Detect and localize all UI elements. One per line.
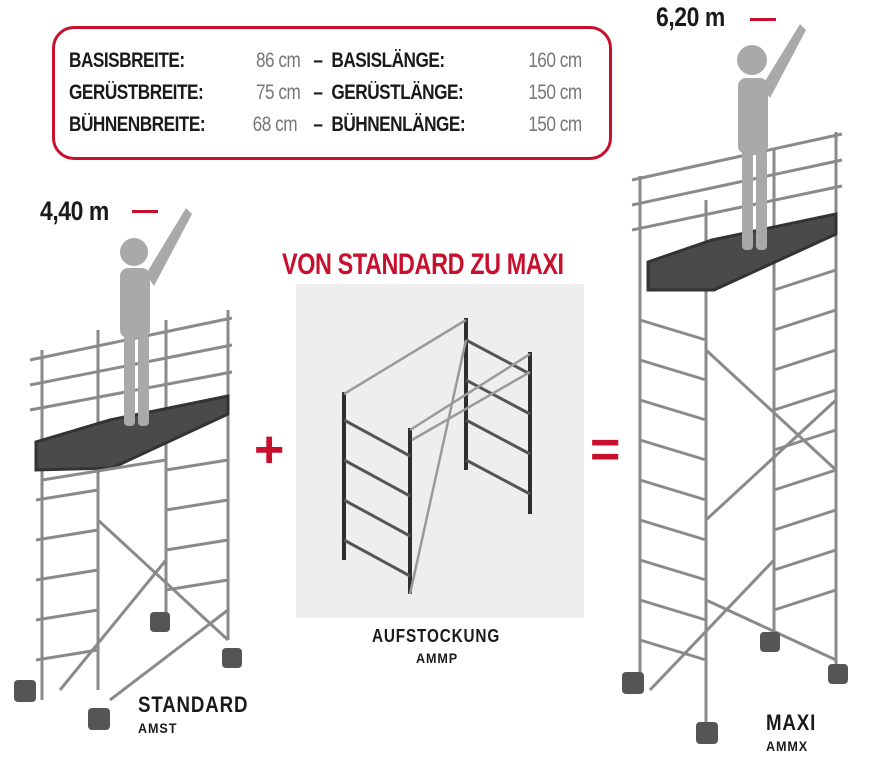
headline: VON STANDARD ZU MAXI — [282, 248, 564, 281]
spec-label: BÜHNENLÄNGE: — [331, 113, 466, 136]
maxi-height-label: 6,20 m — [656, 2, 725, 32]
spec-value: 68 cm — [252, 113, 298, 136]
spec-value: 86 cm — [255, 49, 301, 72]
standard-height-label: 4,40 m — [40, 196, 109, 226]
spec-label: BASISLÄNGE: — [331, 49, 445, 72]
spec-label: BASISBREITE: — [69, 49, 185, 72]
spec-row-base: BASISBREITE: 86 cm – BASISLÄNGE: 160 cm — [69, 49, 594, 79]
extension-caption: AUFSTOCKUNG — [372, 626, 501, 646]
standard-code: AMST — [138, 720, 178, 736]
spec-label: GERÜSTLÄNGE: — [331, 81, 464, 104]
spec-label: BÜHNENBREITE: — [69, 113, 206, 136]
maxi-height-marker — [750, 18, 776, 21]
maxi-code: AMMX — [766, 738, 809, 754]
spec-value: 150 cm — [528, 81, 582, 104]
spec-separator: – — [313, 81, 323, 104]
maxi-caption: MAXI — [766, 710, 817, 735]
spec-row-scaffold: GERÜSTBREITE: 75 cm – GERÜSTLÄNGE: 150 c… — [69, 81, 594, 111]
spec-box: BASISBREITE: 86 cm – BASISLÄNGE: 160 cm … — [52, 26, 612, 160]
extension-code: AMMP — [416, 650, 459, 666]
spec-value: 150 cm — [528, 113, 582, 136]
spec-separator: – — [313, 113, 323, 136]
spec-value: 160 cm — [528, 49, 582, 72]
equals-sign: = — [590, 421, 621, 479]
spec-row-platform: BÜHNENBREITE: 68 cm – BÜHNENLÄNGE: 150 c… — [69, 113, 594, 143]
spec-value: 75 cm — [255, 81, 301, 104]
standard-caption: STANDARD — [138, 692, 249, 717]
spec-separator: – — [313, 49, 323, 72]
standard-height-marker — [132, 210, 158, 213]
standard-scaffold — [29, 310, 233, 702]
person-figure-maxi — [737, 24, 806, 250]
plus-sign: + — [254, 421, 285, 479]
spec-label: GERÜSTBREITE: — [69, 81, 204, 104]
person-figure-standard — [120, 208, 192, 426]
